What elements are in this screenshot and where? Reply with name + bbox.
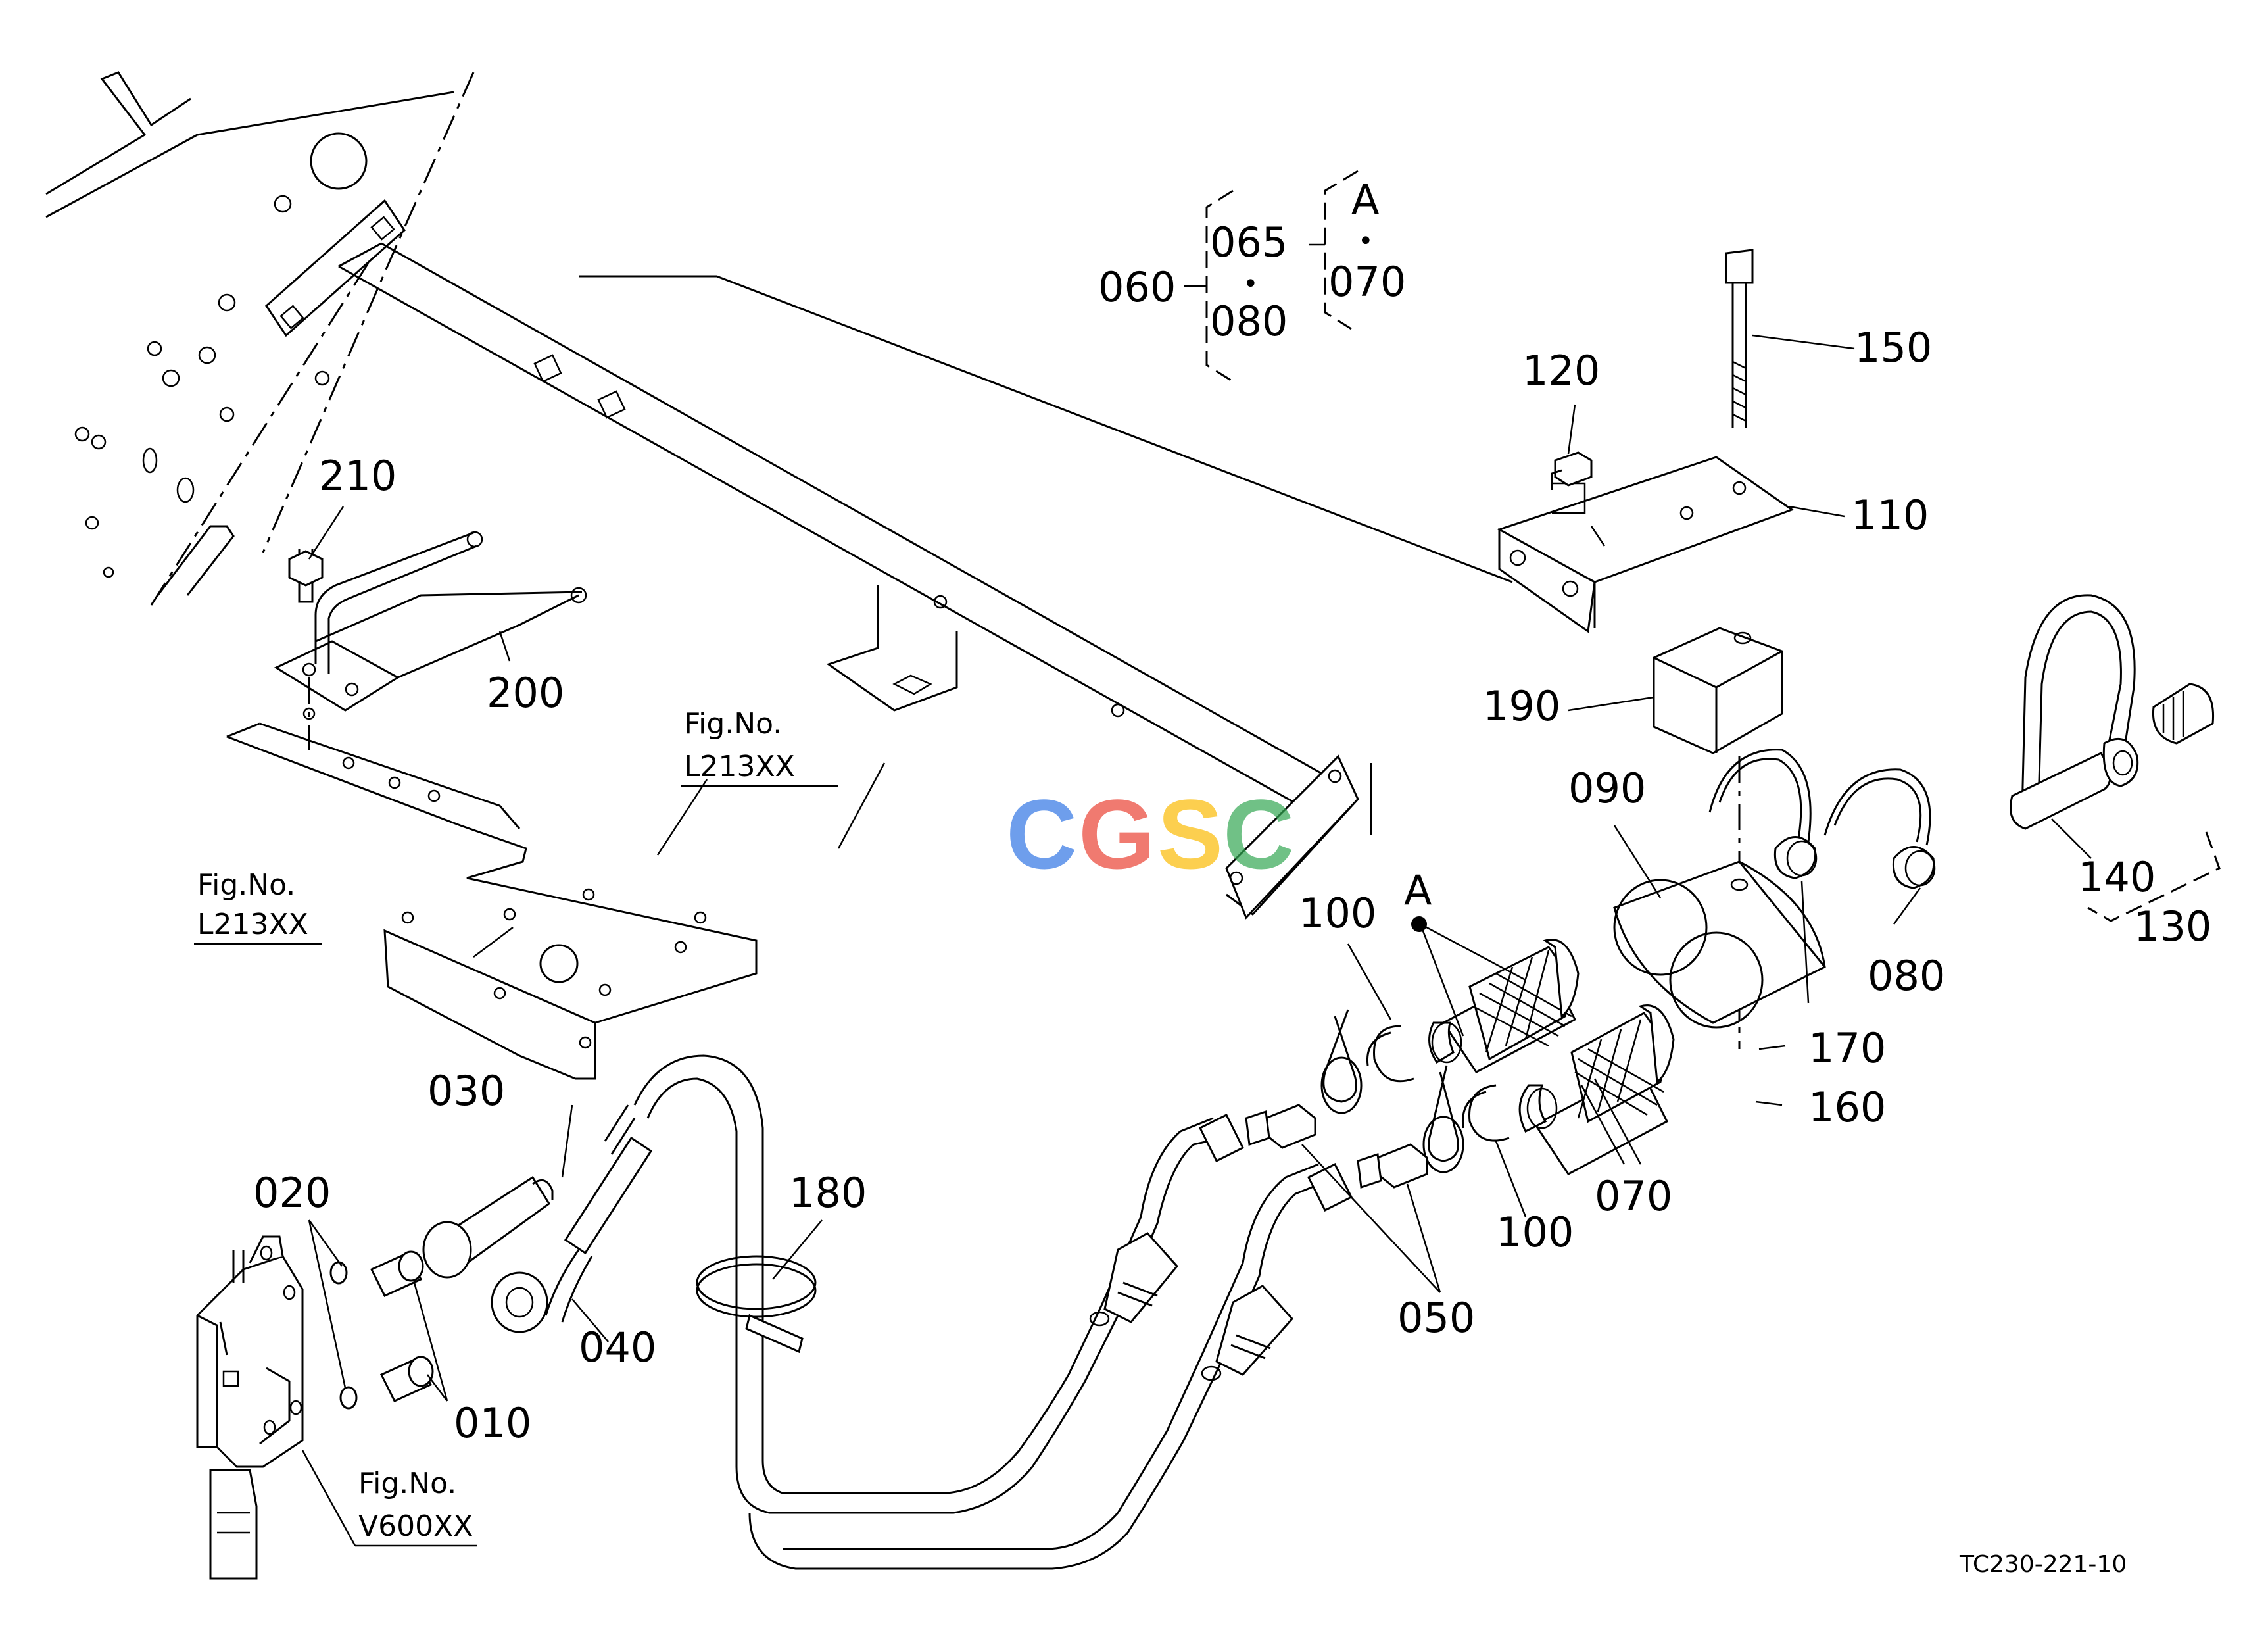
callout-100-lower: 100 bbox=[1496, 1208, 1574, 1256]
label-070-a: 070 bbox=[1328, 258, 1406, 306]
part-callouts: 150 120 110 190 090 140 130 080 170 160 … bbox=[253, 324, 2211, 1447]
callout-210: 210 bbox=[319, 452, 397, 500]
callout-110: 110 bbox=[1851, 491, 1929, 539]
callout-190: 190 bbox=[1483, 682, 1560, 730]
hoses bbox=[422, 1054, 1353, 1570]
callout-180: 180 bbox=[789, 1169, 867, 1217]
figref-3-caption: Fig.No. bbox=[358, 1467, 456, 1500]
callout-050: 050 bbox=[1397, 1294, 1475, 1342]
label-080-kit: 080 bbox=[1210, 297, 1288, 345]
callout-030: 030 bbox=[427, 1067, 505, 1115]
coupler-holder bbox=[1613, 860, 1826, 1029]
label-060: 060 bbox=[1098, 263, 1176, 311]
watermark-letter-c2: C bbox=[1223, 779, 1294, 889]
watermark-letter-c1: C bbox=[1006, 779, 1077, 889]
group-labels: 060 065 • 080 A • 070 bbox=[1098, 176, 1406, 345]
figref-1-caption: Fig.No. bbox=[684, 707, 782, 741]
label-group-a: A bbox=[1351, 176, 1379, 224]
callout-120: 120 bbox=[1522, 347, 1600, 395]
callout-a: A bbox=[1404, 866, 1432, 914]
bracket-bar bbox=[265, 199, 1513, 920]
figure-refs: Fig.No. L213XX Fig.No. L213XX Fig.No. V6… bbox=[194, 707, 838, 1547]
mounting-plate bbox=[226, 531, 758, 1080]
callout-170: 170 bbox=[1808, 1024, 1886, 1072]
tractor-frame bbox=[45, 71, 475, 606]
callout-020: 020 bbox=[253, 1169, 331, 1217]
figref-2-code: L213XX bbox=[197, 908, 308, 941]
callout-160: 160 bbox=[1808, 1083, 1886, 1131]
retainer-clips bbox=[1320, 1009, 1510, 1173]
dust-caps bbox=[1708, 749, 1936, 889]
callout-100-upper: 100 bbox=[1299, 889, 1376, 937]
callout-090: 090 bbox=[1568, 764, 1646, 812]
support-bracket bbox=[1497, 249, 1795, 633]
figref-3-code: V600XX bbox=[358, 1510, 473, 1543]
callout-200: 200 bbox=[487, 669, 564, 717]
shackle-pin bbox=[2010, 594, 2221, 922]
callout-070: 070 bbox=[1595, 1172, 1672, 1220]
spacer-block bbox=[1653, 627, 1783, 1049]
watermark-letter-g: G bbox=[1078, 779, 1155, 889]
figref-1-code: L213XX bbox=[684, 750, 795, 783]
drawing-reference: TC230-221-10 bbox=[1959, 1551, 2127, 1578]
label-065: 065 bbox=[1210, 218, 1288, 266]
callout-130: 130 bbox=[2134, 902, 2211, 950]
kit-brackets bbox=[1184, 170, 1359, 383]
figref-2-caption: Fig.No. bbox=[197, 868, 295, 902]
callout-140: 140 bbox=[2078, 853, 2156, 901]
hose-band bbox=[696, 1255, 817, 1354]
adapters bbox=[1245, 1104, 1428, 1189]
label-dot-kit: • bbox=[1243, 269, 1259, 299]
callout-010: 010 bbox=[454, 1399, 531, 1447]
callout-040: 040 bbox=[579, 1323, 656, 1371]
callout-150: 150 bbox=[1854, 324, 1932, 372]
watermark-logo: C G S C bbox=[1006, 779, 1294, 889]
label-dot-a: • bbox=[1358, 226, 1374, 257]
callout-080: 080 bbox=[1868, 952, 1945, 1000]
watermark-letter-s: S bbox=[1157, 779, 1223, 889]
leader-lines bbox=[308, 334, 2092, 1402]
quick-couplers bbox=[1411, 916, 1675, 1175]
control-valve bbox=[196, 1235, 434, 1580]
